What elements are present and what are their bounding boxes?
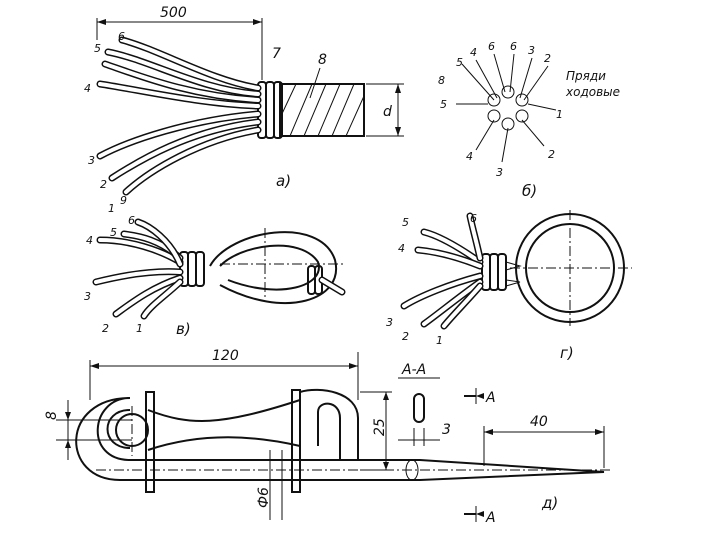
dim-8-label: 8 (44, 411, 60, 420)
cut-label-bottom: А (485, 510, 496, 526)
svg-text:8: 8 (438, 74, 445, 87)
section-label: А-А (401, 362, 426, 378)
figure-v: 4 5 6 3 2 1 в) (84, 214, 346, 338)
whipping-v (179, 251, 323, 295)
caption-d: д) (541, 494, 558, 512)
svg-text:6: 6 (470, 212, 477, 225)
label-7: 7 (272, 46, 281, 62)
svg-text:1: 1 (436, 334, 443, 347)
rope-lay-lines (279, 83, 365, 137)
svg-text:6: 6 (488, 40, 495, 53)
svg-text:2: 2 (544, 52, 551, 65)
dim-40-label: 40 (530, 414, 548, 430)
fid-top-rail (147, 388, 359, 460)
svg-text:6: 6 (128, 214, 135, 227)
figure-b: 5 4 6 6 3 2 8 5 1 4 3 2 Пряди ходовые б) (438, 40, 620, 200)
svg-text:5: 5 (94, 42, 101, 55)
svg-text:1: 1 (556, 108, 563, 121)
svg-text:3: 3 (386, 316, 393, 329)
note-running: ходовые (565, 85, 620, 99)
caption-b: б) (522, 182, 537, 200)
fid-outer-contour (75, 397, 605, 481)
svg-text:2: 2 (402, 330, 409, 343)
whipping (257, 81, 283, 139)
note-strands: Пряди (566, 69, 606, 83)
svg-text:5: 5 (456, 56, 463, 69)
svg-text:4: 4 (86, 234, 93, 247)
svg-text:3: 3 (84, 290, 91, 303)
svg-text:3: 3 (496, 166, 503, 179)
caption-v: в) (176, 320, 191, 338)
figure-g: 5 4 6 3 2 1 г) (386, 210, 632, 362)
figure-a: 500 d 6 5 4 3 2 1 9 7 (84, 5, 404, 215)
svg-text:1: 1 (136, 322, 143, 335)
section-profile (413, 393, 425, 423)
strands-v (92, 218, 184, 320)
svg-text:4: 4 (470, 46, 477, 59)
cut-label-top: А (485, 390, 496, 406)
svg-text:4: 4 (398, 242, 405, 255)
svg-text:3: 3 (88, 154, 95, 167)
svg-text:5: 5 (440, 98, 447, 111)
svg-text:6: 6 (510, 40, 517, 53)
svg-text:2: 2 (548, 148, 555, 161)
dim-500-label: 500 (160, 5, 187, 21)
eye-inner-v (219, 244, 320, 291)
svg-text:4: 4 (466, 150, 473, 163)
strands-g (400, 212, 484, 330)
svg-text:5: 5 (110, 226, 117, 239)
dim-d-label: d (383, 104, 392, 120)
svg-text:3: 3 (528, 44, 535, 57)
svg-text:2: 2 (102, 322, 109, 335)
caption-a: а) (276, 172, 291, 190)
svg-text:2: 2 (100, 178, 107, 191)
eye-outer-v (209, 231, 338, 305)
svg-text:9: 9 (120, 194, 127, 207)
dim-120-label: 120 (212, 348, 239, 364)
dim-25-label: 25 (372, 418, 388, 436)
dim-phi6-label: Ф6 (256, 487, 272, 508)
strands-a (96, 36, 262, 196)
rope-body (279, 83, 365, 137)
whipping-g (481, 253, 507, 291)
dim-3-label: 3 (442, 422, 451, 438)
svg-text:4: 4 (84, 82, 91, 95)
figure-d: 120 8 25 Ф6 40 (44, 348, 612, 526)
svg-text:1: 1 (108, 202, 115, 215)
caption-g: г) (560, 344, 574, 362)
svg-text:6: 6 (118, 30, 125, 43)
svg-text:5: 5 (402, 216, 409, 229)
label-8: 8 (318, 52, 327, 68)
